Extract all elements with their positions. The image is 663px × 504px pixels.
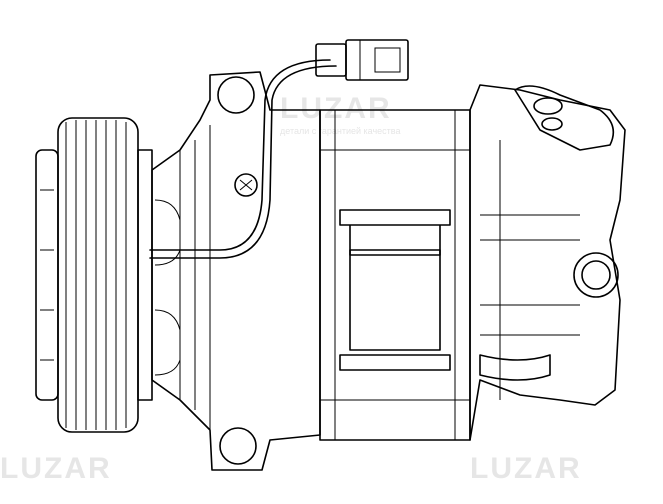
rear-head — [469, 84, 626, 441]
watermark-bottom-right: LUZAR — [470, 452, 582, 485]
cylinder-body — [319, 109, 471, 441]
cable-connector — [149, 39, 409, 259]
front-housing — [151, 71, 321, 471]
pulley — [35, 117, 153, 433]
watermark-bottom-left: LUZAR — [0, 452, 112, 485]
